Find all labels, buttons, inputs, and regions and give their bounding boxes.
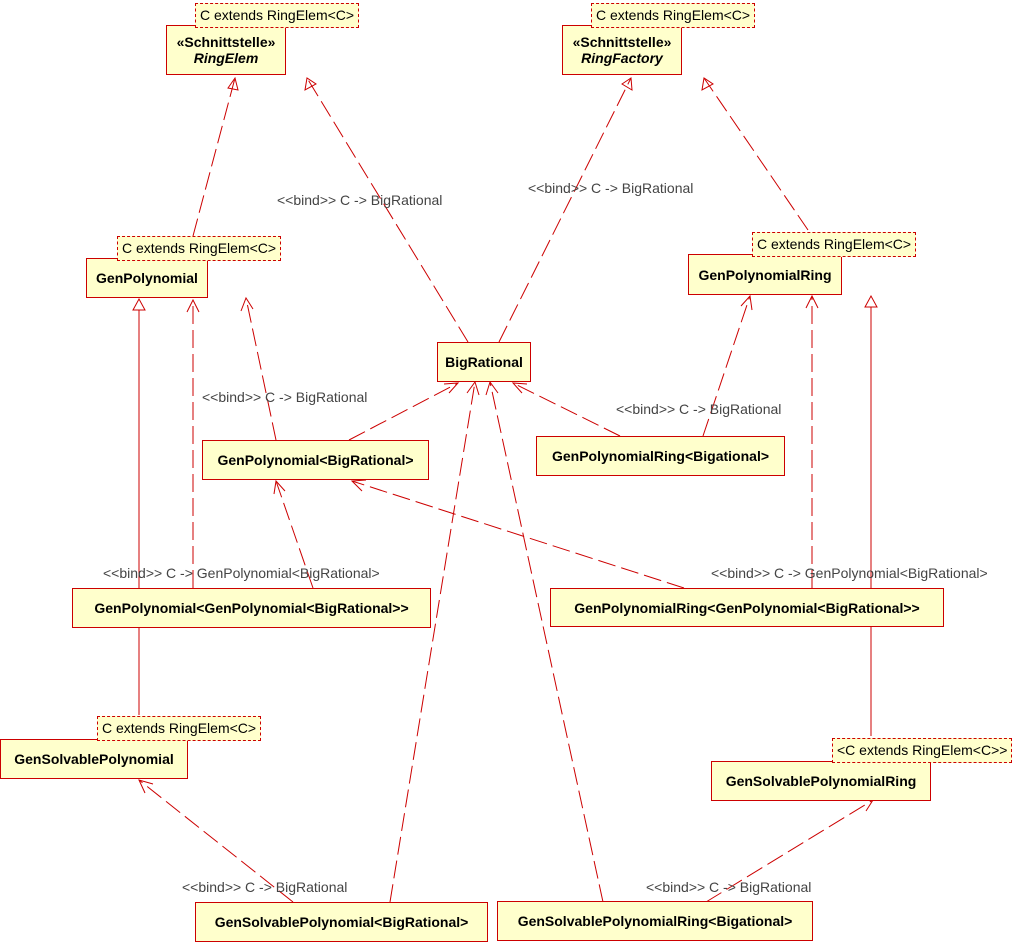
bind-label-solvable-poly: <<bind>> C -> BigRational: [182, 879, 348, 895]
class-name: GenPolynomial: [96, 270, 198, 286]
bind-line-bigrational-ringfactory: [498, 77, 632, 343]
type-parameter-ringfactory: C extends RingElem<C>: [591, 3, 756, 28]
hollow-arrowhead: [304, 77, 317, 91]
class-gensolvablepolynomial[interactable]: GenSolvablePolynomial: [0, 739, 188, 779]
open-arrowhead: [350, 479, 367, 492]
dep-line-nested-poly-genpolybr: [275, 480, 314, 589]
bind-label-ringfactory: <<bind>> C -> BigRational: [528, 180, 694, 196]
interface-ringfactory[interactable]: «Schnittstelle» RingFactory: [562, 25, 682, 75]
open-arrowhead: [240, 296, 254, 312]
class-gensolvablepolynomial-bigrational[interactable]: GenSolvablePolynomial<BigRational>: [195, 902, 488, 942]
type-parameter-genpolynomialring: C extends RingElem<C>: [752, 232, 917, 257]
open-arrowhead: [443, 382, 460, 394]
class-name: BigRational: [445, 354, 523, 370]
class-genpolynomialring[interactable]: GenPolynomialRing: [688, 254, 842, 295]
class-name: GenPolynomialRing<Bigational>: [551, 448, 770, 464]
dep-line-nested-ring-genpolybr: [351, 480, 685, 589]
bind-line-genringbr-genpolynomialring: [702, 295, 751, 437]
open-arrowhead: [138, 779, 154, 794]
bind-label-solvable-ring: <<bind>> C -> BigRational: [646, 879, 812, 895]
interface-name: RingFactory: [581, 50, 663, 66]
hollow-arrowhead: [227, 76, 239, 91]
interface-ringelem[interactable]: «Schnittstelle» RingElem: [166, 25, 286, 75]
hollow-arrowhead: [132, 297, 146, 311]
realization-line-genpolynomial-ringelem: [192, 77, 236, 237]
bind-label-genpolynomial: <<bind>> C -> BigRational: [202, 389, 368, 405]
dep-line-genringbr-bigrational: [512, 382, 621, 437]
type-parameter-genpolynomial: C extends RingElem<C>: [117, 236, 282, 261]
open-arrowhead: [740, 294, 753, 311]
class-name: GenSolvablePolynomialRing: [725, 773, 917, 789]
class-name: GenSolvablePolynomial: [14, 751, 174, 767]
type-parameter-ringelem: C extends RingElem<C>: [195, 3, 360, 28]
class-name: GenPolynomialRing: [698, 266, 832, 283]
class-genpolynomial-nested[interactable]: GenPolynomial<GenPolynomial<BigRational>…: [72, 588, 431, 628]
hollow-arrowhead: [701, 77, 714, 91]
open-arrowhead: [186, 298, 200, 313]
dep-line-solvablebr-bigrational: [389, 381, 476, 903]
hollow-arrowhead: [864, 294, 878, 308]
open-arrowhead: [466, 380, 480, 396]
open-arrowhead: [273, 479, 286, 495]
dep-line-genpolybr-bigrational: [348, 382, 459, 441]
type-parameter-gensolvablepolynomial: C extends RingElem<C>: [97, 716, 262, 741]
stereotype-label: «Schnittstelle»: [176, 34, 276, 50]
bind-line-solvablebr-solvablepoly: [138, 779, 294, 903]
class-name: GenSolvablePolynomialRing<Bigational>: [517, 913, 793, 929]
interface-name: RingElem: [193, 50, 259, 66]
class-name: GenSolvablePolynomial<BigRational>: [214, 914, 469, 930]
bind-line-bigrational-ringelem: [306, 77, 469, 343]
class-genpolynomial[interactable]: GenPolynomial: [86, 258, 208, 298]
bind-label-ringelem: <<bind>> C -> BigRational: [277, 192, 443, 208]
class-name: GenPolynomial<BigRational>: [217, 452, 414, 468]
bind-label-nested-ring: <<bind>> C -> GenPolynomial<BigRational>: [711, 565, 988, 581]
class-name: GenPolynomial<GenPolynomial<BigRational>…: [94, 600, 409, 616]
bind-line-solvableringbr-solvablering: [705, 799, 874, 903]
open-arrowhead: [485, 380, 499, 396]
bind-label-nested-poly: <<bind>> C -> GenPolynomial<BigRational>: [103, 565, 380, 581]
open-arrowhead: [511, 382, 528, 394]
dep-line-solvableringbr-bigrational: [489, 381, 604, 903]
bind-line-genpolybr-genpolynomial: [245, 297, 277, 441]
class-genpolynomial-bigrational[interactable]: GenPolynomial<BigRational>: [202, 440, 429, 480]
class-genpolynomialring-nested[interactable]: GenPolynomialRing<GenPolynomial<BigRatio…: [550, 588, 944, 627]
class-gensolvablepolynomialring-bigational[interactable]: GenSolvablePolynomialRing<Bigational>: [497, 901, 813, 941]
class-gensolvablepolynomialring[interactable]: GenSolvablePolynomialRing: [711, 761, 931, 801]
class-name: GenPolynomialRing<GenPolynomial<BigRatio…: [574, 599, 920, 616]
type-parameter-gensolvablepolynomialring: <C extends RingElem<C>>: [832, 738, 1013, 763]
stereotype-label: «Schnittstelle»: [572, 34, 672, 50]
class-genpolynomialring-bigational[interactable]: GenPolynomialRing<Bigational>: [536, 436, 785, 476]
hollow-arrowhead: [621, 77, 633, 91]
bind-label-genpolynomialring: <<bind>> C -> BigRational: [616, 401, 782, 417]
class-bigrational[interactable]: BigRational: [437, 342, 531, 382]
realization-line-genpolynomialring-ringfactory: [703, 77, 809, 231]
open-arrowhead: [805, 294, 819, 309]
